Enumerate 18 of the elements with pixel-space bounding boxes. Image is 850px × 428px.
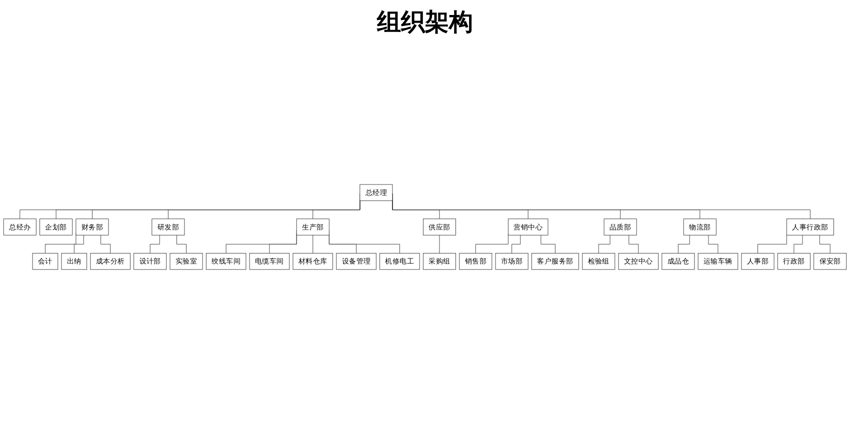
connector <box>512 234 521 254</box>
connector <box>439 234 440 254</box>
connector <box>628 234 639 254</box>
connector <box>312 234 314 254</box>
connector <box>540 234 556 254</box>
connector <box>678 234 690 254</box>
connector <box>794 234 803 254</box>
connector <box>176 234 186 254</box>
connector <box>708 234 718 254</box>
connector <box>100 234 111 254</box>
chart-title: 组织架构 <box>376 6 474 38</box>
connector <box>598 234 610 254</box>
connector <box>150 234 160 254</box>
connector <box>758 234 787 254</box>
connector <box>269 233 297 254</box>
connector <box>74 234 84 254</box>
connector <box>819 234 830 254</box>
connector <box>475 233 508 254</box>
